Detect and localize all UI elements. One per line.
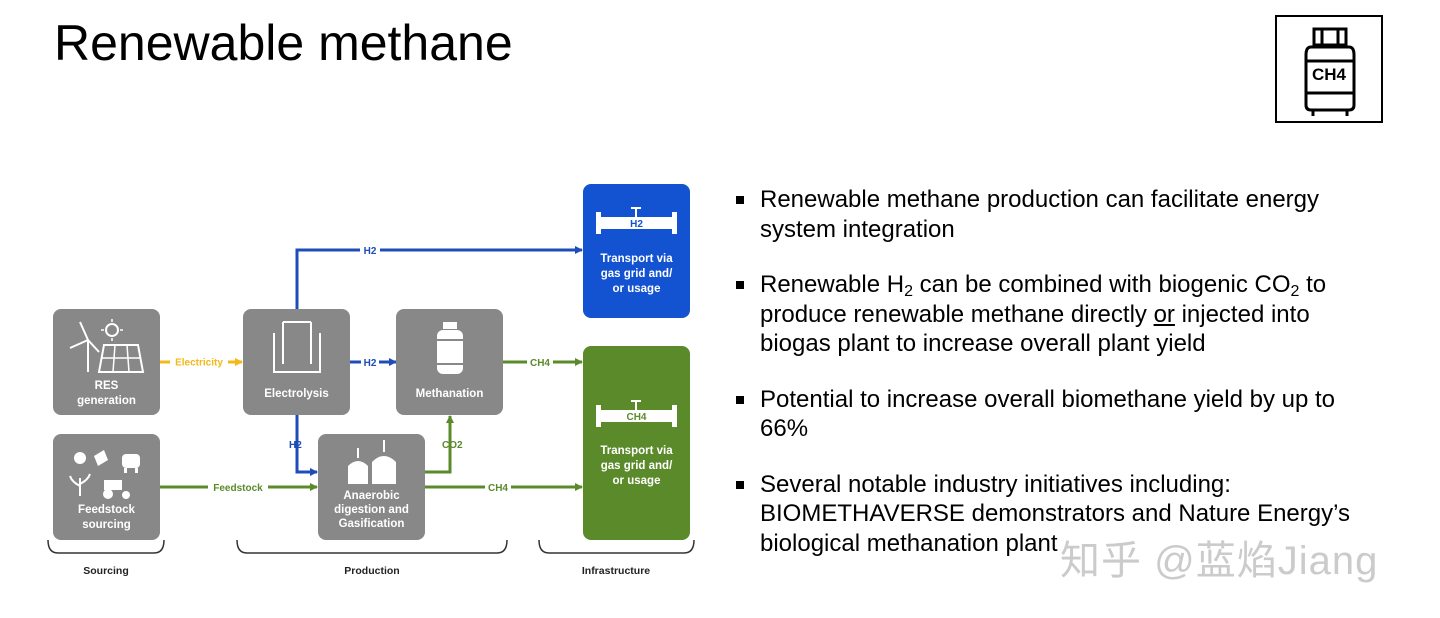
svg-text:Electrolysis: Electrolysis — [264, 388, 329, 400]
flow-label-h2-down: H2 — [289, 440, 302, 451]
electrolyzer-icon — [273, 321, 321, 373]
svg-text:digestion and: digestion and — [334, 504, 409, 516]
methanation-node: Methanation — [396, 309, 503, 415]
h2-to-digestion-line — [295, 415, 318, 476]
svg-text:RES: RES — [95, 380, 119, 392]
flow-label-co2: CO2 — [442, 440, 463, 451]
leaf-icon — [94, 450, 108, 466]
svg-text:Anaerobic: Anaerobic — [343, 490, 400, 502]
anaerobic-digestion-node: Anaerobic digestion and Gasification — [318, 434, 425, 540]
co2-line — [425, 415, 454, 474]
page-title: Renewable methane — [54, 15, 513, 71]
bullet-item: Renewable methane production can facilit… — [734, 185, 1374, 244]
stage-label-sourcing: Sourcing — [83, 565, 129, 577]
svg-text:Transport via: Transport via — [600, 253, 673, 265]
transport-ch4-node: CH4 Transport via gas grid and/ or usage — [583, 346, 690, 540]
stage-label-production: Production — [344, 565, 399, 577]
h2-to-transport-line — [295, 246, 583, 310]
svg-text:gas grid and/: gas grid and/ — [601, 268, 673, 280]
pipeline-icon — [596, 207, 677, 234]
svg-text:gas grid and/: gas grid and/ — [601, 460, 673, 472]
tractor-icon — [103, 480, 130, 499]
logo-text: CH4 — [1311, 65, 1346, 84]
pipeline-icon — [596, 400, 677, 427]
flow-label-ch4-bottom: CH4 — [488, 483, 508, 494]
cow-icon — [122, 454, 140, 473]
watermark: 知乎 @蓝焰Jiang — [1060, 539, 1379, 583]
methane-logo: CH4 — [1275, 15, 1383, 123]
svg-text:CH4: CH4 — [626, 412, 646, 423]
flow-label-ch4-top: CH4 — [530, 358, 550, 369]
svg-text:or usage: or usage — [613, 475, 661, 487]
svg-text:H2: H2 — [630, 219, 643, 230]
gas-tank-icon — [437, 322, 463, 374]
svg-text:or usage: or usage — [613, 283, 661, 295]
bullet-item: Potential to increase overall biomethane… — [734, 385, 1374, 444]
plant-icon — [69, 473, 91, 496]
flow-label-h2-mid: H2 — [364, 358, 377, 369]
svg-text:sourcing: sourcing — [82, 519, 131, 531]
bullet-item: Renewable H2 can be combined with biogen… — [734, 270, 1374, 359]
svg-text:Feedstock: Feedstock — [78, 504, 135, 516]
res-generation-node: RES generation — [53, 309, 160, 415]
gas-cylinder-icon — [1304, 27, 1356, 116]
feedstock-sourcing-node: Feedstock sourcing — [53, 434, 160, 540]
stage-brackets — [47, 539, 695, 554]
stage-label-infrastructure: Infrastructure — [582, 565, 650, 577]
electrolysis-node: Electrolysis — [243, 309, 350, 415]
methane-process-diagram: Electricity H2 H2 H2 CO2 CH4 CH4 Feedsto… — [47, 184, 695, 577]
bullet-list: Renewable methane production can facilit… — [734, 185, 1374, 584]
svg-text:generation: generation — [77, 395, 136, 407]
svg-text:Transport via: Transport via — [600, 445, 673, 457]
svg-text:Methanation: Methanation — [416, 388, 484, 400]
flow-label-h2-top: H2 — [364, 246, 377, 257]
apple-icon — [74, 452, 86, 464]
flow-label-electricity: Electricity — [175, 358, 223, 369]
sun-icon — [101, 319, 123, 341]
svg-text:Gasification: Gasification — [339, 518, 405, 530]
transport-h2-node: H2 Transport via gas grid and/ or usage — [583, 184, 690, 318]
solar-panel-icon — [97, 344, 145, 373]
wind-turbine-icon — [69, 321, 100, 372]
bullet-item: Several notable industry initiatives inc… — [734, 470, 1374, 559]
biogas-plant-icon — [348, 440, 396, 484]
flow-label-feedstock: Feedstock — [213, 483, 263, 494]
